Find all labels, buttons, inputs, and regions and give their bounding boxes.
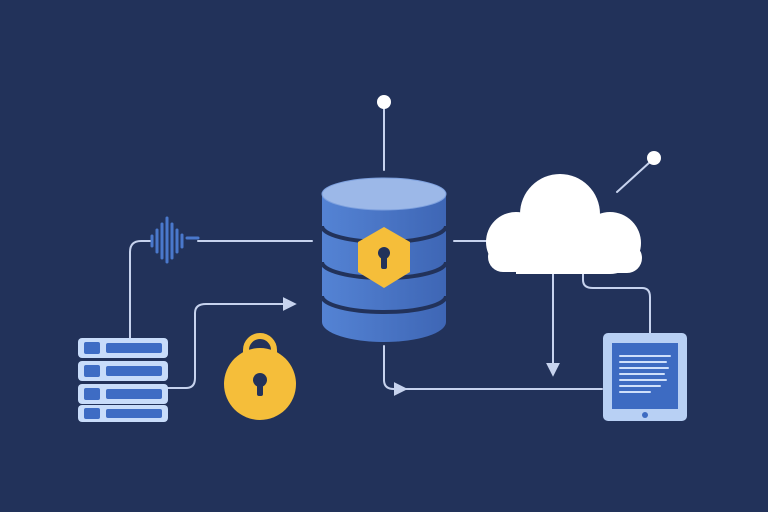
database-icon: [320, 177, 448, 342]
audio-wave-icon: [150, 216, 200, 264]
server-to-database-line: [167, 297, 297, 389]
server-to-wave-line: [129, 240, 153, 339]
server-rack-icon: [78, 338, 168, 422]
cloud-icon: [486, 174, 642, 274]
cloud-antenna-dot: [647, 151, 661, 165]
padlock-icon: [224, 333, 296, 420]
cloud-antenna-line: [616, 161, 651, 193]
connector-lines: [129, 107, 651, 396]
cloud-to-tablet-line: [582, 271, 651, 335]
shield-lock-icon: [358, 227, 410, 288]
tablet-icon: [603, 333, 687, 421]
database-antenna-dot: [377, 95, 391, 109]
database-to-tablet-line: [383, 345, 603, 390]
